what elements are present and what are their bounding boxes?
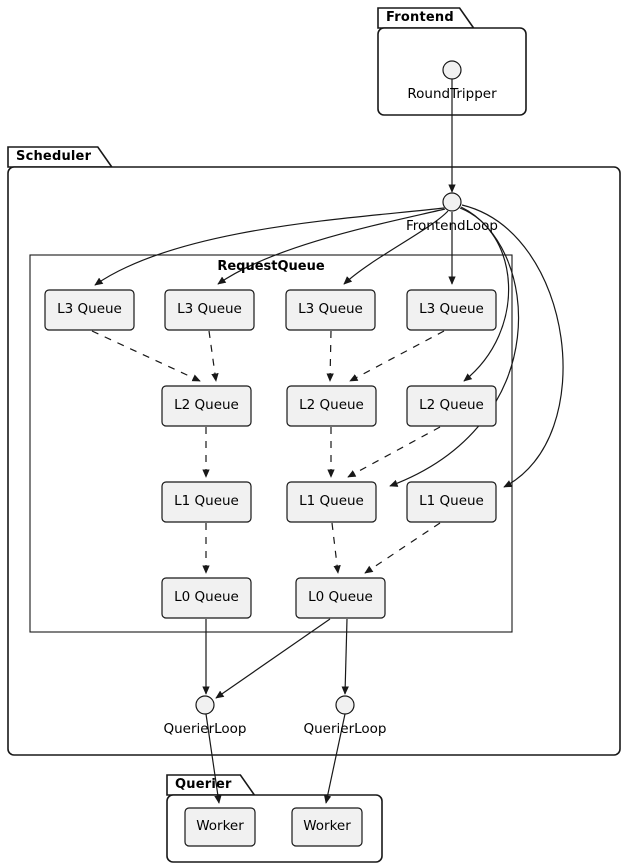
- e-fl-l3-1: [94, 207, 445, 286]
- node-label-worker-1: Worker: [196, 818, 244, 834]
- interface-roundtripper[interactable]: [442, 60, 462, 80]
- e-l2-3-l1-2: [347, 426, 441, 478]
- e-fl-l1-2: [389, 206, 520, 487]
- edge-layer: [91, 79, 564, 804]
- node-l1-3[interactable]: [406, 481, 497, 523]
- e-fl-l3-2: [217, 208, 446, 285]
- node-label-l3-1: L3 Queue: [57, 301, 122, 317]
- node-l0-1[interactable]: [161, 577, 252, 619]
- e-l3-4-l2-2: [349, 330, 445, 382]
- node-label-l3-4: L3 Queue: [419, 301, 484, 317]
- e-l1-3-l0-2: [364, 522, 441, 574]
- e-fl-l3-3: [343, 210, 449, 285]
- node-worker-2[interactable]: [291, 807, 363, 847]
- e-l3-1-l2-1: [91, 330, 201, 382]
- node-label-l3-3: L3 Queue: [298, 301, 363, 317]
- package-title-querier: Querier: [175, 777, 232, 792]
- node-l0-2[interactable]: [295, 577, 386, 619]
- interface-shapes: [195, 60, 462, 715]
- node-l3-1[interactable]: [44, 289, 135, 331]
- node-label-l2-2: L2 Queue: [299, 397, 364, 413]
- e-ql-1-worker-1: [205, 713, 222, 804]
- node-worker-1[interactable]: [184, 807, 256, 847]
- interface-querierloop-1[interactable]: [195, 695, 215, 715]
- node-shapes: [44, 289, 497, 847]
- node-l2-3[interactable]: [406, 385, 497, 427]
- node-label-worker-2: Worker: [303, 818, 351, 834]
- e-ql-2-worker-2: [323, 713, 346, 804]
- node-l3-3[interactable]: [285, 289, 376, 331]
- node-l3-2[interactable]: [164, 289, 255, 331]
- node-label-l1-1: L1 Queue: [174, 493, 239, 509]
- node-label-l3-2: L3 Queue: [177, 301, 242, 317]
- node-label-l0-2: L0 Queue: [308, 589, 373, 605]
- e-l0-2-ql-2: [341, 618, 349, 695]
- package-title-frontend: Frontend: [386, 10, 454, 25]
- e-fl-l1-3: [461, 204, 564, 488]
- interface-label-querierloop-1: QuerierLoop: [163, 721, 247, 737]
- e-l3-2-l2-1: [208, 330, 219, 382]
- interface-querierloop-2[interactable]: [335, 695, 355, 715]
- node-label-l1-3: L1 Queue: [419, 493, 484, 509]
- node-label-l0-1: L0 Queue: [174, 589, 239, 605]
- group-title-requestqueue: RequestQueue: [217, 259, 325, 274]
- node-l2-1[interactable]: [161, 385, 252, 427]
- node-l3-4[interactable]: [406, 289, 497, 331]
- node-l2-2[interactable]: [286, 385, 377, 427]
- interface-label-querierloop-2: QuerierLoop: [303, 721, 387, 737]
- interface-label-roundtripper: RoundTripper: [407, 86, 497, 102]
- node-label-l2-3: L2 Queue: [419, 397, 484, 413]
- interface-frontendloop[interactable]: [442, 192, 462, 212]
- node-l1-2[interactable]: [286, 481, 377, 523]
- package-title-scheduler: Scheduler: [16, 149, 92, 164]
- e-l0-2-ql-1: [215, 618, 331, 699]
- node-label-l2-1: L2 Queue: [174, 397, 239, 413]
- node-l1-1[interactable]: [161, 481, 252, 523]
- interface-label-frontendloop: FrontendLoop: [406, 218, 498, 234]
- node-label-l1-2: L1 Queue: [299, 493, 364, 509]
